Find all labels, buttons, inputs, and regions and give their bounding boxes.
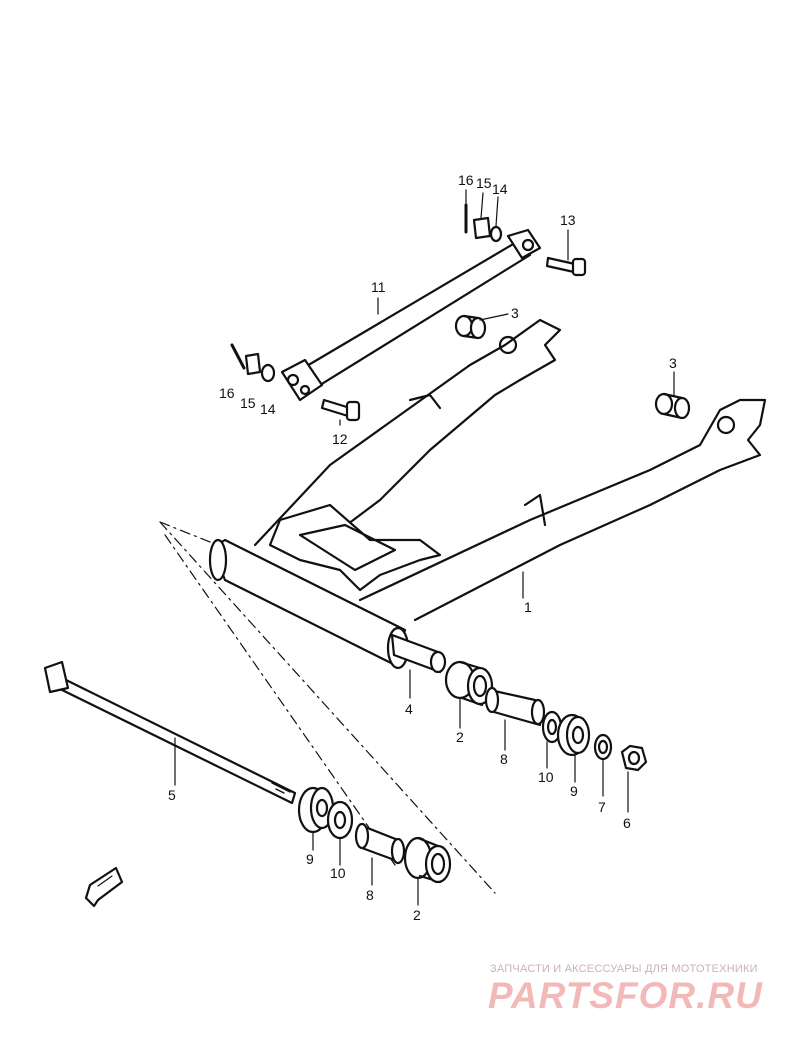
callout-6: 6: [623, 815, 631, 831]
callout-3-right: 3: [669, 355, 677, 371]
front-direction-arrow-icon: [84, 866, 124, 908]
callout-10-lower: 10: [330, 865, 346, 881]
callout-2-upper: 2: [456, 729, 464, 745]
callout-12: 12: [332, 431, 348, 447]
bushing-3-upper-icon: [454, 314, 487, 340]
callout-1: 1: [524, 599, 532, 615]
callout-3-upper: 3: [511, 305, 519, 321]
callout-5: 5: [168, 787, 176, 803]
bolt-12-icon: [320, 398, 361, 422]
pivot-shaft-5-icon: [43, 660, 297, 805]
callout-10-upper: 10: [538, 769, 554, 785]
callout-numbers: 16 15 14 13 11 3 3 16 15 14 12 1 4 2 8 1…: [168, 172, 677, 923]
callout-8-upper: 8: [500, 751, 508, 767]
bolt-13-icon: [545, 256, 587, 277]
callout-2-lower: 2: [413, 907, 421, 923]
callout-11: 11: [371, 279, 386, 295]
callout-16-upper: 16: [458, 172, 474, 188]
spacer-4-icon: [390, 633, 447, 674]
callout-14-left: 14: [260, 401, 276, 417]
callout-16-left: 16: [219, 385, 235, 401]
dust-seal-9-upper-icon: [556, 713, 591, 757]
callout-9-lower: 9: [306, 851, 314, 867]
assembly-guide-lines: [159, 521, 496, 894]
washer-10-lower-icon: [326, 800, 354, 840]
fastener-set-left: [230, 343, 276, 383]
sleeve-8-upper-icon: [484, 686, 546, 727]
callout-7: 7: [598, 799, 606, 815]
callout-14-upper: 14: [492, 181, 508, 197]
fastener-set-upper: [464, 203, 503, 243]
bushing-3-right-icon: [654, 392, 691, 420]
needle-bearing-2-upper-icon: [444, 660, 494, 707]
callout-13: 13: [560, 212, 576, 228]
washer-7-icon: [593, 733, 613, 761]
leader-lines: [174, 189, 675, 906]
torque-link-rod: [280, 228, 542, 402]
callout-9-upper: 9: [570, 783, 578, 799]
watermark-tagline: ЗАПЧАСТИ И АКСЕССУАРЫ ДЛЯ МОТОТЕХНИКИ: [490, 963, 758, 975]
callout-4: 4: [405, 701, 413, 717]
nut-6-icon: [620, 744, 648, 772]
callout-8-lower: 8: [366, 887, 374, 903]
sleeve-8-lower-icon: [354, 822, 406, 865]
needle-bearing-2-lower-icon: [403, 836, 452, 884]
callout-15-upper: 15: [476, 175, 492, 191]
watermark-logo: PARTSFOR.RU: [488, 975, 763, 1016]
callout-15-left: 15: [240, 395, 256, 411]
